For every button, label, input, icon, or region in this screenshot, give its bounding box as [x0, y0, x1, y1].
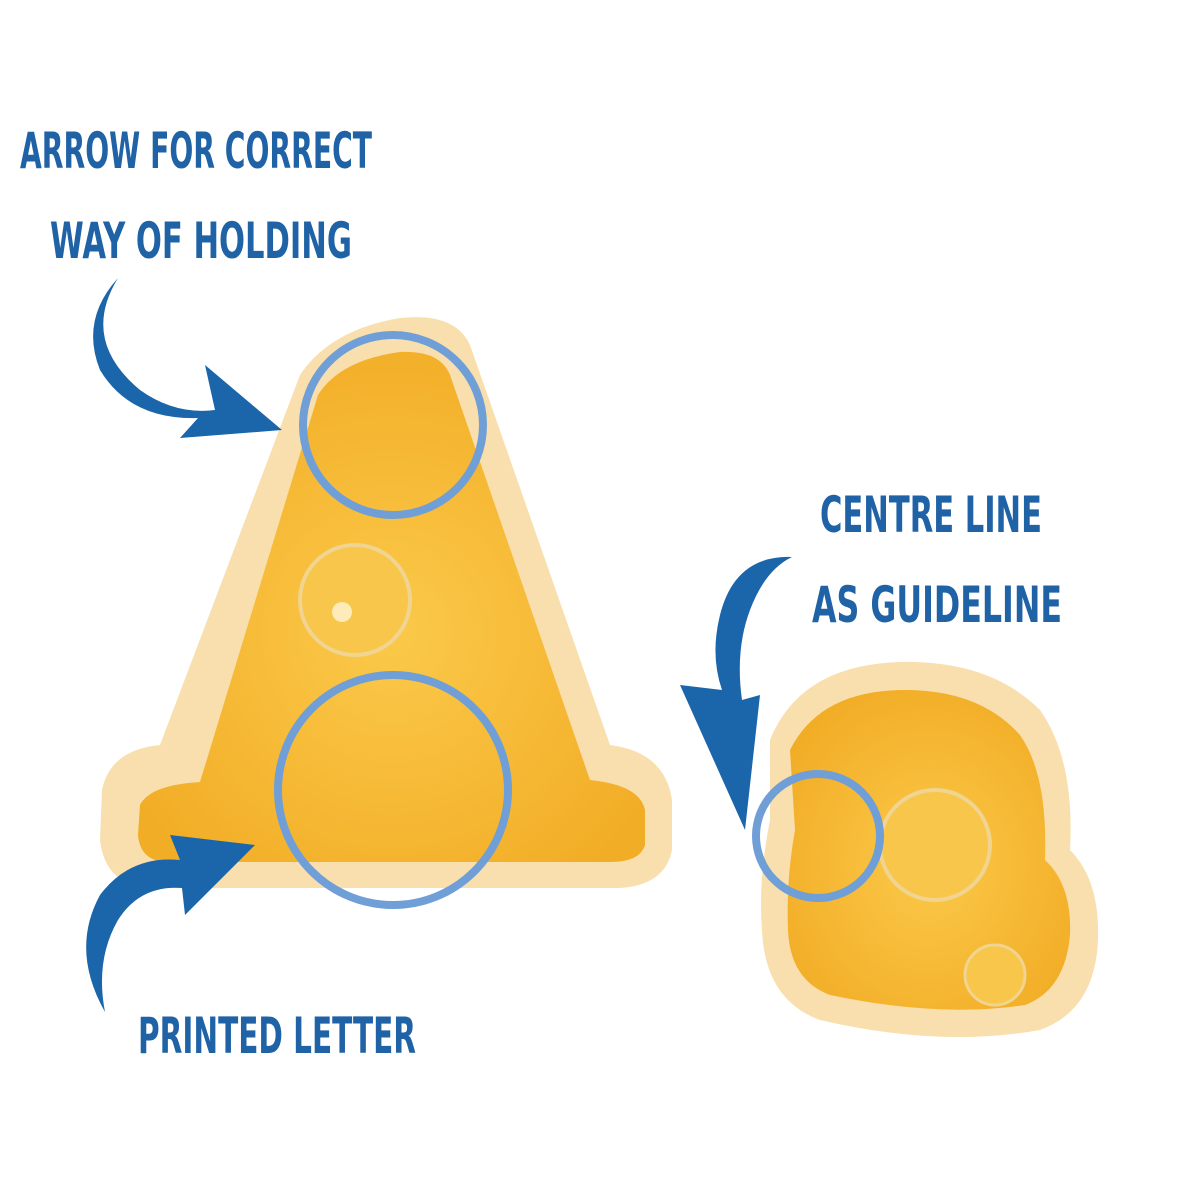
callout-arrow-printed — [86, 835, 256, 1012]
knob-highlight — [332, 602, 352, 622]
label-arrow-line2: WAY OF HOLDING — [50, 212, 352, 270]
callout-arrow-holding — [93, 278, 282, 438]
highlight-circle-printed-letter — [274, 671, 512, 909]
label-centre-line1: CENTRE LINE — [820, 486, 1042, 544]
label-printed-letter: PRINTED LETTER — [138, 1007, 416, 1065]
mould-small-knob — [878, 788, 992, 902]
highlight-circle-centre-line — [752, 770, 884, 902]
label-arrow-line1: ARROW FOR CORRECT — [20, 122, 372, 180]
label-centre-line2: AS GUIDELINE — [812, 576, 1062, 634]
highlight-circle-arrow — [299, 331, 487, 519]
mould-small-knob-2 — [963, 943, 1027, 1007]
letter-a-mould — [100, 317, 672, 889]
mould-a-knob — [298, 543, 412, 657]
letter-small-a-mould — [761, 661, 1099, 1038]
callout-arrow-centre — [680, 556, 792, 830]
